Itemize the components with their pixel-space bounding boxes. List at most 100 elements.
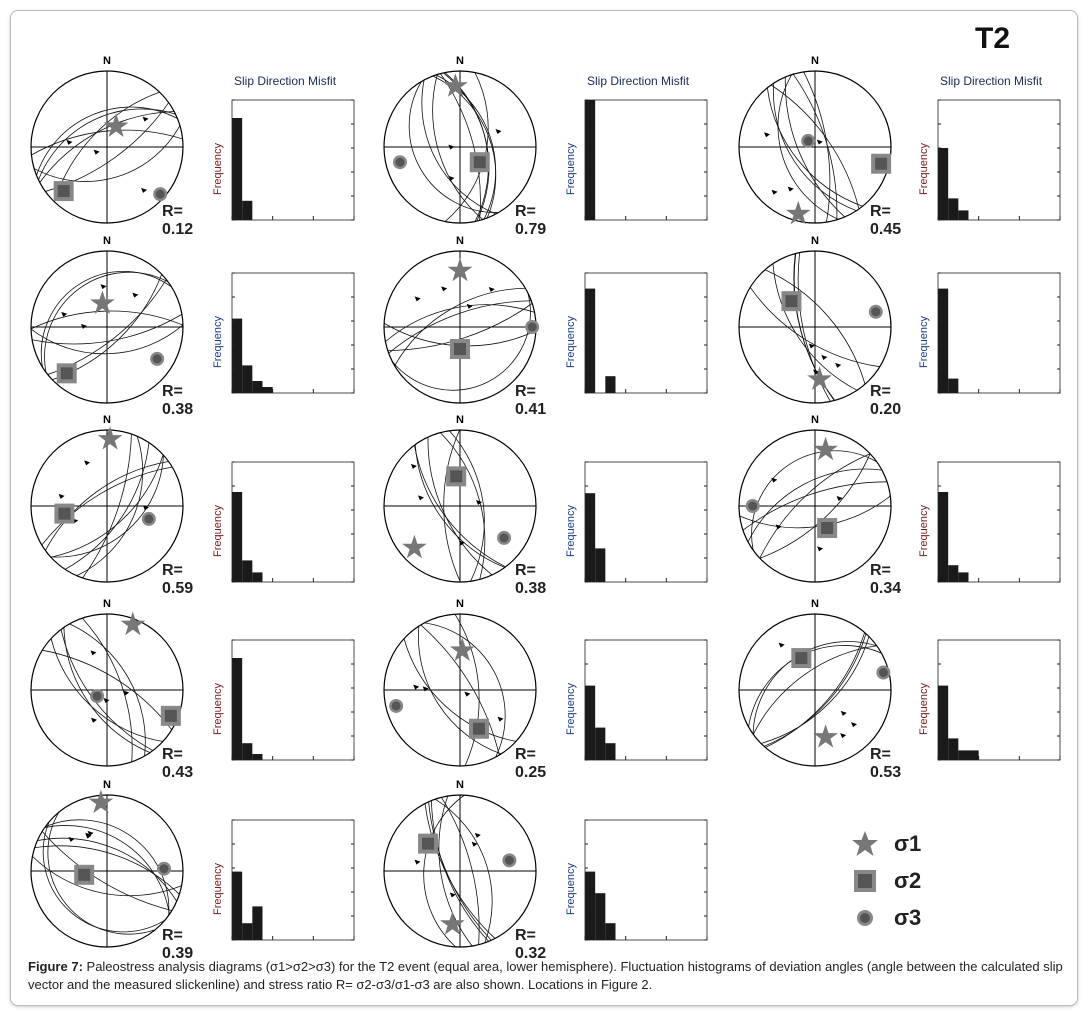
fault-great-circle: [38, 108, 176, 181]
figure-label: T2: [975, 22, 1011, 55]
slip-arrow-icon: [85, 832, 92, 838]
histogram-frame: [937, 272, 1061, 394]
histogram-bar: [605, 923, 616, 940]
histogram-bar: [242, 560, 253, 582]
histogram-bar: [232, 658, 243, 760]
misfit-histogram: [231, 99, 355, 221]
histogram-bar: [938, 288, 949, 393]
fault-great-circle: [387, 303, 533, 352]
slip-arrow-icon: [417, 495, 424, 501]
frequency-axis-label: Frequency: [565, 143, 577, 195]
stereonet: [30, 426, 184, 583]
fault-great-circle: [44, 825, 170, 915]
fault-great-circle: [423, 794, 465, 948]
north-label: N: [456, 598, 464, 610]
misfit-histogram: [231, 819, 355, 941]
histogram-bar: [958, 210, 969, 220]
north-label: N: [456, 779, 464, 791]
fault-great-circle: [421, 79, 497, 215]
histogram-bar: [585, 685, 596, 760]
fault-great-circle: [764, 269, 866, 385]
frequency-axis-label: Frequency: [918, 316, 930, 368]
fault-great-circle: [424, 622, 506, 758]
histogram-bar: [252, 572, 263, 582]
histogram-bar: [595, 727, 606, 760]
legend-label: σ2: [894, 867, 922, 893]
misfit-histogram: [584, 99, 708, 221]
fault-great-circle: [36, 106, 178, 176]
legend: σ1 σ2 σ3: [850, 825, 921, 936]
slip-arrow-icon: [458, 540, 465, 546]
histogram-bar: [252, 381, 263, 393]
fault-great-circle: [33, 125, 181, 182]
north-label: N: [103, 414, 111, 426]
primitive-circle: [383, 613, 537, 767]
fault-great-circle: [765, 632, 866, 748]
slip-arrow-icon: [771, 189, 778, 195]
sigma3-circle-inner: [803, 136, 813, 146]
frequency-axis-label: Frequency: [918, 683, 930, 735]
histogram-bar: [948, 738, 959, 760]
fault-great-circle: [45, 461, 169, 551]
primitive-circle: [738, 613, 892, 767]
histogram-bar: [595, 548, 606, 582]
fault-great-circle: [760, 636, 870, 744]
misfit-histogram: [584, 272, 708, 394]
frequency-axis-label: Frequency: [212, 143, 224, 195]
histogram-bar: [242, 200, 253, 220]
slip-arrow-icon: [495, 129, 502, 135]
slip-arrow-icon: [103, 698, 110, 704]
sigma3-circle-inner: [748, 501, 758, 511]
histogram-bar: [585, 493, 596, 582]
fault-great-circle: [30, 324, 184, 355]
histogram-bar: [232, 871, 243, 940]
sigma1-star-icon: [449, 637, 475, 661]
stereonet: [738, 613, 892, 767]
fault-great-circle: [414, 444, 505, 568]
fault-great-circle: [766, 87, 863, 207]
north-label: N: [456, 55, 464, 67]
slip-arrow-icon: [488, 286, 495, 292]
histogram-frame: [231, 639, 355, 761]
slip-arrow-icon: [68, 836, 75, 842]
primitive-circle: [738, 70, 892, 224]
stereonet: [30, 611, 184, 767]
histogram-frame: [584, 461, 708, 583]
stress-ratio-label: R= 0.38: [515, 562, 547, 597]
fault-great-circle: [64, 442, 150, 570]
histogram-bar: [232, 492, 243, 582]
sigma1-star-icon: [813, 436, 838, 461]
primitive-circle: [30, 613, 184, 767]
histogram-frame: [231, 99, 355, 221]
sigma3-circle-inner: [159, 864, 169, 874]
primitive-circle: [738, 250, 892, 404]
north-label: N: [811, 414, 819, 426]
histogram-bar: [585, 288, 596, 393]
sigma1-star-icon: [90, 290, 115, 314]
fault-great-circle: [388, 300, 532, 354]
slip-arrow-icon: [808, 343, 815, 349]
fault-great-circle: [772, 83, 857, 212]
slip-arrow-icon: [471, 841, 478, 847]
sigma3-circle-inner: [144, 514, 154, 524]
slip-arrow-icon: [764, 132, 771, 138]
fault-great-circle: [749, 287, 880, 368]
misfit-histogram: [584, 639, 708, 761]
slip-arrow-icon: [141, 187, 148, 193]
fault-great-circle: [37, 837, 178, 902]
sigma3-circle-inner: [152, 354, 162, 364]
primitive-circle: [383, 429, 537, 583]
sigma2-square-inner: [164, 709, 177, 722]
histogram-bar: [605, 743, 616, 760]
frequency-axis-label: Frequency: [212, 316, 224, 368]
fault-great-circle: [82, 434, 132, 579]
slip-arrow-icon: [58, 493, 65, 499]
primitive-circle: [738, 429, 892, 583]
stress-ratio-label: R= 0.20: [870, 383, 902, 418]
frequency-axis-label: Frequency: [565, 683, 577, 735]
histogram-title: Slip Direction Misfit: [234, 74, 337, 88]
stereonet: [30, 70, 184, 224]
fault-great-circle: [438, 795, 473, 947]
slip-arrow-icon: [448, 175, 455, 181]
